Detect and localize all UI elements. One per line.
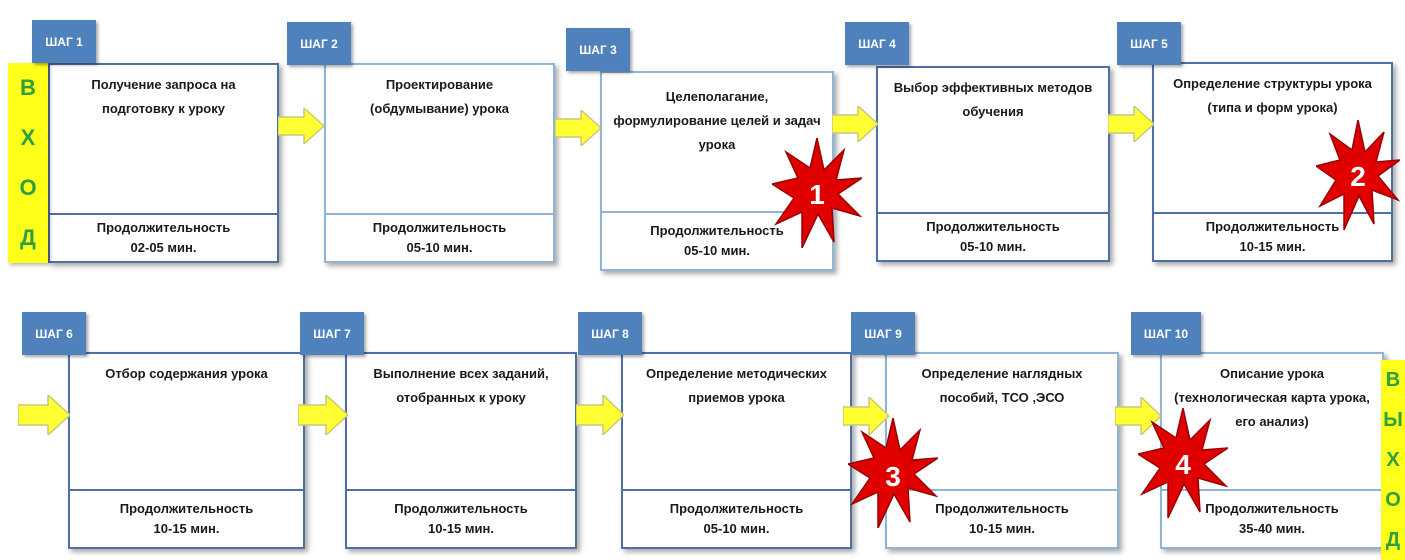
exit-letter: О [1385,488,1401,511]
step-2-footer: Продолжительность 05-10 мин. [326,213,553,261]
step-8-duration-label: Продолжительность [669,501,804,516]
entry-letter: О [19,175,37,200]
step-9-title: Определение наглядных пособий, ТСО ,ЭСО [921,366,1083,405]
step-4-duration: 05-10 мин. [960,239,1026,254]
step-4-tab: ШАГ 4 [845,22,909,65]
step-10-title: Описание урока (технологическая карта ур… [1174,366,1370,429]
step-6-box: Отбор содержания урока Продолжительность… [68,352,305,549]
arrow-right-icon [1108,106,1154,142]
arrow-right-icon [18,395,70,435]
step-4-duration-label: Продолжительность [926,219,1060,234]
step-1-title: Получение запроса на подготовку к уроку [91,77,236,116]
step-6-duration-label: Продолжительность [119,501,254,516]
step-6-tab: ШАГ 6 [22,312,86,355]
arrow-right-icon [576,395,624,435]
step-9-tab: ШАГ 9 [851,312,915,355]
step-10-tab: ШАГ 10 [1131,312,1201,355]
step-6-footer: Продолжительность 10-15 мин. [70,489,303,547]
step-5-title: Определение структуры урока (типа и форм… [1173,76,1372,115]
step-7-duration-label: Продолжительность [394,501,528,516]
arrow-right-icon [832,106,878,142]
step-6-title: Отбор содержания урока [105,366,268,381]
step-10-box: Описание урока (технологическая карта ур… [1160,352,1384,549]
step-1-box: Получение запроса на подготовку к уроку … [48,63,279,263]
step-5-duration: 10-15 мин. [1239,239,1306,254]
marker-burst-3: 3 [848,418,938,528]
step-8-footer: Продолжительность 05-10 мин. [623,489,850,547]
step-7-title: Выполнение всех заданий, отобранных к ур… [373,366,549,405]
marker-4-label: 4 [1175,449,1191,480]
exit-label: В Ы Х О Д [1381,360,1405,560]
step-8-tab: ШАГ 8 [578,312,642,355]
step-7-footer: Продолжительность 10-15 мин. [347,489,575,547]
step-9-duration: 10-15 мин. [969,521,1035,536]
marker-burst-2: 2 [1316,120,1400,230]
step-5-duration-label: Продолжительность [1205,219,1340,234]
step-2-duration: 05-10 мин. [406,240,473,255]
arrow-right-icon [278,108,324,144]
entry-letter: В [20,75,36,100]
step-7-duration: 10-15 мин. [428,521,494,536]
exit-letter: Х [1386,448,1400,471]
step-2-tab: ШАГ 2 [287,22,351,65]
marker-2-label: 2 [1350,161,1366,192]
entry-letter: Д [20,225,36,250]
step-9-box: Определение наглядных пособий, ТСО ,ЭСО … [885,352,1119,549]
entry-label: В Х О Д [8,63,48,263]
entry-letter: Х [20,125,36,150]
exit-letter: В [1385,368,1401,391]
exit-letter: Ы [1383,408,1403,431]
marker-1-label: 1 [809,179,825,210]
step-3-duration-label: Продолжительность [650,223,784,238]
step-7-box: Выполнение всех заданий, отобранных к ур… [345,352,577,549]
arrow-right-icon [1115,397,1161,435]
arrow-right-icon [298,395,348,435]
step-4-footer: Продолжительность 05-10 мин. [878,212,1108,260]
step-1-duration: 02-05 мин. [130,240,197,255]
step-7-tab: ШАГ 7 [300,312,364,355]
step-10-duration: 35-40 мин. [1239,521,1305,536]
step-9-duration-label: Продолжительность [935,501,1069,516]
step-8-box: Определение методических приемов урока П… [621,352,852,549]
step-3-title: Целеполагание, формулирование целей и за… [613,89,821,152]
step-2-duration-label: Продолжительность [372,220,507,235]
step-1-duration-label: Продолжительность [96,220,231,235]
step-5-footer: Продолжительность 10-15 мин. [1154,212,1391,260]
arrow-right-icon [555,110,601,146]
exit-letter: Д [1385,528,1401,551]
step-3-tab: ШАГ 3 [566,28,630,71]
step-8-duration: 05-10 мин. [703,521,770,536]
step-8-title: Определение методических приемов урока [645,366,828,405]
step-10-duration-label: Продолжительность [1205,501,1339,516]
step-10-footer: Продолжительность 35-40 мин. [1162,489,1382,547]
step-6-duration: 10-15 мин. [153,521,220,536]
marker-3-label: 3 [885,461,901,492]
arrow-right-icon [843,397,889,435]
step-3-duration: 05-10 мин. [684,243,750,258]
step-5-tab: ШАГ 5 [1117,22,1181,65]
step-9-footer: Продолжительность 10-15 мин. [887,489,1117,547]
marker-burst-1: 1 [772,138,862,248]
step-3-footer: Продолжительность 05-10 мин. [602,211,832,269]
step-1-tab: ШАГ 1 [32,20,96,63]
step-4-box: Выбор эффективных методов обучения Продо… [876,66,1110,262]
marker-burst-4: 4 [1138,408,1228,518]
step-4-title: Выбор эффективных методов обучения [893,80,1093,119]
step-1-footer: Продолжительность 02-05 мин. [50,213,277,261]
step-2-box: Проектирование (обдумывание) урока Продо… [324,63,555,263]
step-2-title: Проектирование (обдумывание) урока [370,77,509,116]
